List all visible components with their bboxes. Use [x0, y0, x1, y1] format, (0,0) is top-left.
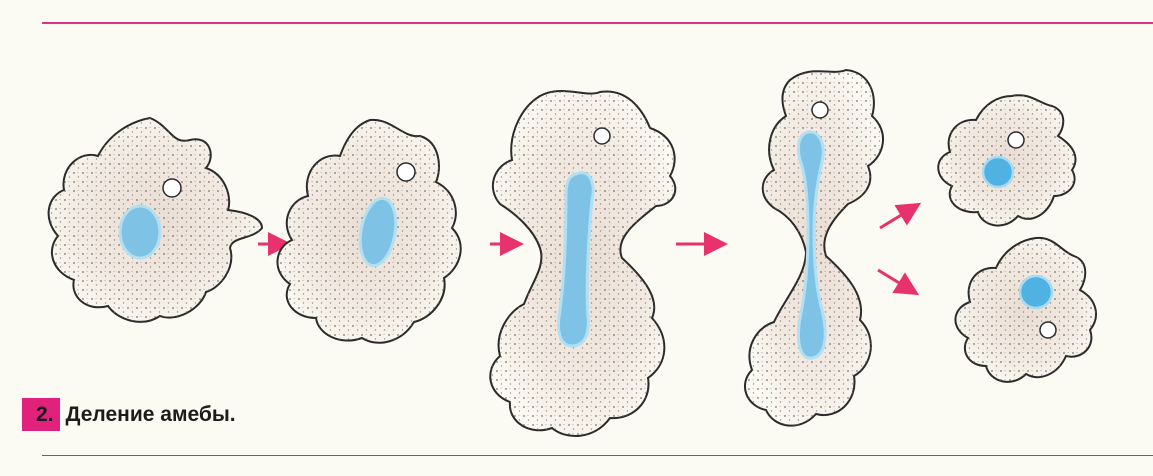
- arrow-4-up: [880, 206, 916, 228]
- amoeba-stage-2: [277, 120, 460, 343]
- amoeba-stage-4: [745, 70, 883, 426]
- contractile-vacuole: [1008, 132, 1024, 148]
- amoeba-stage-1: [49, 118, 262, 322]
- nucleus: [983, 157, 1013, 187]
- amoeba-daughter-bottom: [955, 238, 1096, 382]
- nucleus: [1020, 276, 1052, 308]
- amoeba-daughter-top: [938, 95, 1075, 225]
- contractile-vacuole: [397, 163, 415, 181]
- figure-caption-text: Деление амебы.: [66, 403, 236, 427]
- figure-caption: 2. Деление амебы.: [22, 398, 236, 431]
- contractile-vacuole: [1040, 322, 1056, 338]
- figure-number-badge: 2.: [22, 398, 60, 431]
- amoeba-stage-3: [490, 91, 675, 436]
- contractile-vacuole: [812, 102, 828, 118]
- arrow-4-down: [878, 270, 914, 292]
- contractile-vacuole: [594, 128, 610, 144]
- nucleus: [120, 206, 160, 258]
- bottom-rule: [42, 455, 1153, 456]
- contractile-vacuole: [163, 179, 181, 197]
